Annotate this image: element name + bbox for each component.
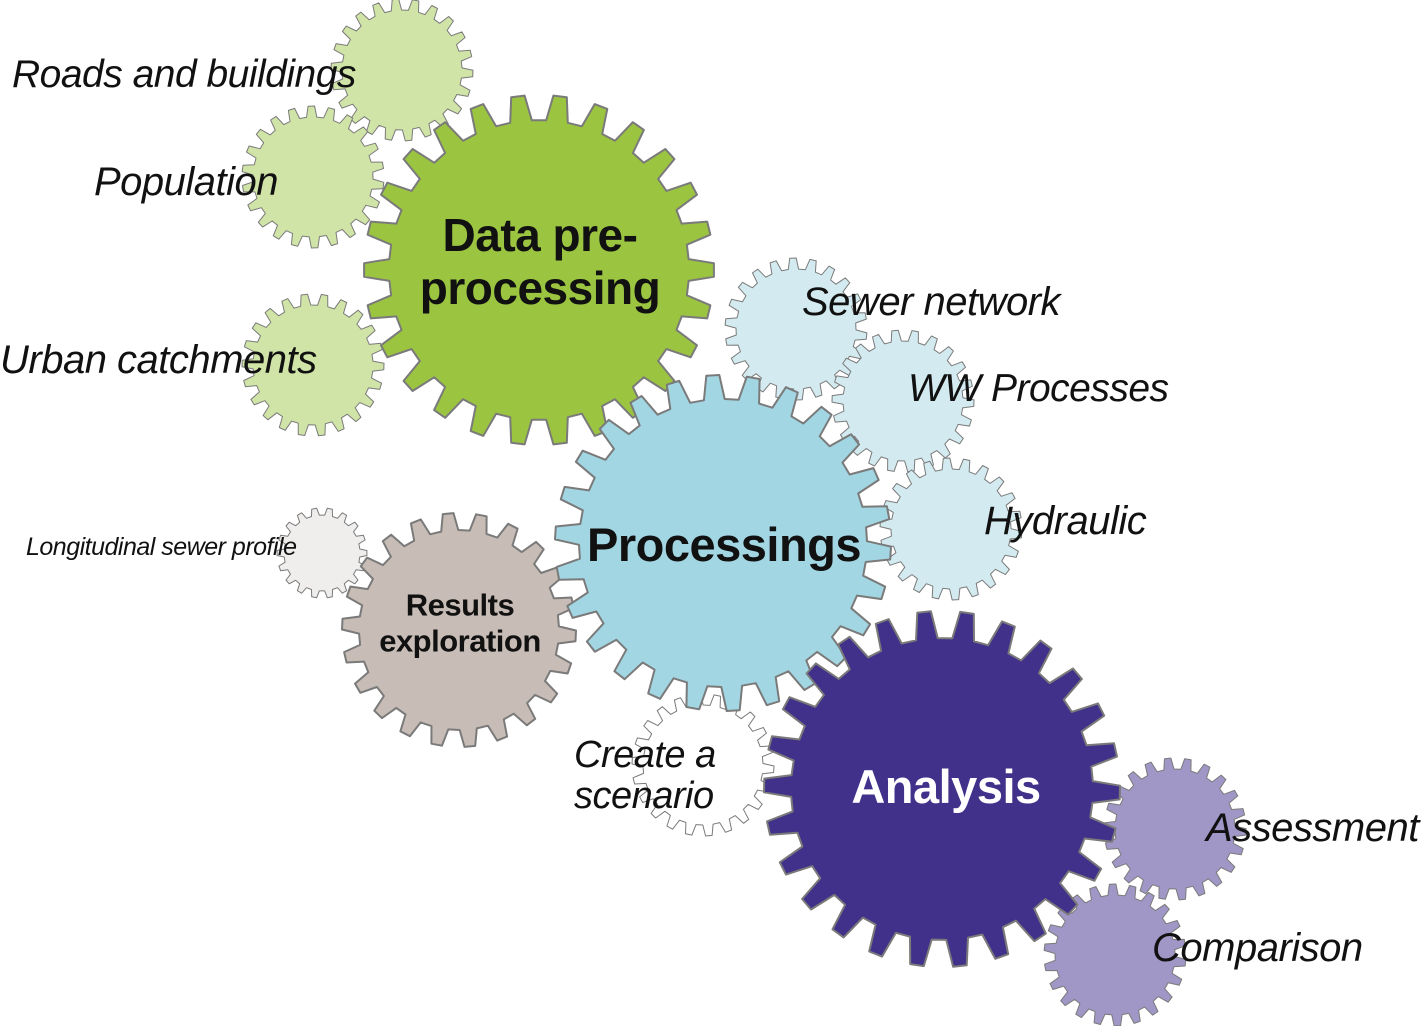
gear-comparison <box>1043 883 1187 1026</box>
label-comparison: Comparison <box>1152 926 1363 970</box>
label-analysis: Analysis <box>851 759 1041 813</box>
label-processings: Processings <box>586 517 862 571</box>
gear-hydraulic <box>879 457 1023 601</box>
gear-sewer-network <box>724 257 868 401</box>
label-sewer-network: Sewer network <box>802 280 1061 324</box>
label-create-a-scenario-line2: scenario <box>574 775 714 818</box>
label-population: Population <box>94 160 279 204</box>
label-data-preprocessing: Data pre- processing <box>419 209 661 315</box>
label-roads-and-buildings: Roads and buildings <box>12 53 356 96</box>
label-urban-catchments: Urban catchments <box>0 338 317 382</box>
label-results-exploration-line1: Results <box>405 587 515 623</box>
gear-analysis <box>763 610 1121 968</box>
label-data-preprocessing-line2: processing <box>419 262 661 314</box>
gear-longitudinal-sewer-profile <box>276 507 368 599</box>
label-hydraulic: Hydraulic <box>984 499 1147 543</box>
label-assessment: Assessment <box>1206 806 1419 850</box>
gear-urban-catchments <box>241 293 385 437</box>
label-create-a-scenario: Create a scenario <box>574 734 716 818</box>
label-results-exploration-line2: exploration <box>379 623 541 658</box>
gear-roads-and-buildings <box>330 0 474 142</box>
label-data-preprocessing-line1: Data pre- <box>442 209 638 262</box>
gear-ww-processes <box>831 329 975 473</box>
gear-population <box>241 105 385 249</box>
label-create-a-scenario-line1: Create a <box>574 734 716 776</box>
label-results-exploration: Results exploration <box>379 587 541 658</box>
gear-results-exploration <box>341 512 577 748</box>
label-ww-processes: WW Processes <box>908 367 1169 410</box>
label-longitudinal-sewer-profile: Longitudinal sewer profile <box>26 533 297 561</box>
gear-processings <box>554 374 892 712</box>
